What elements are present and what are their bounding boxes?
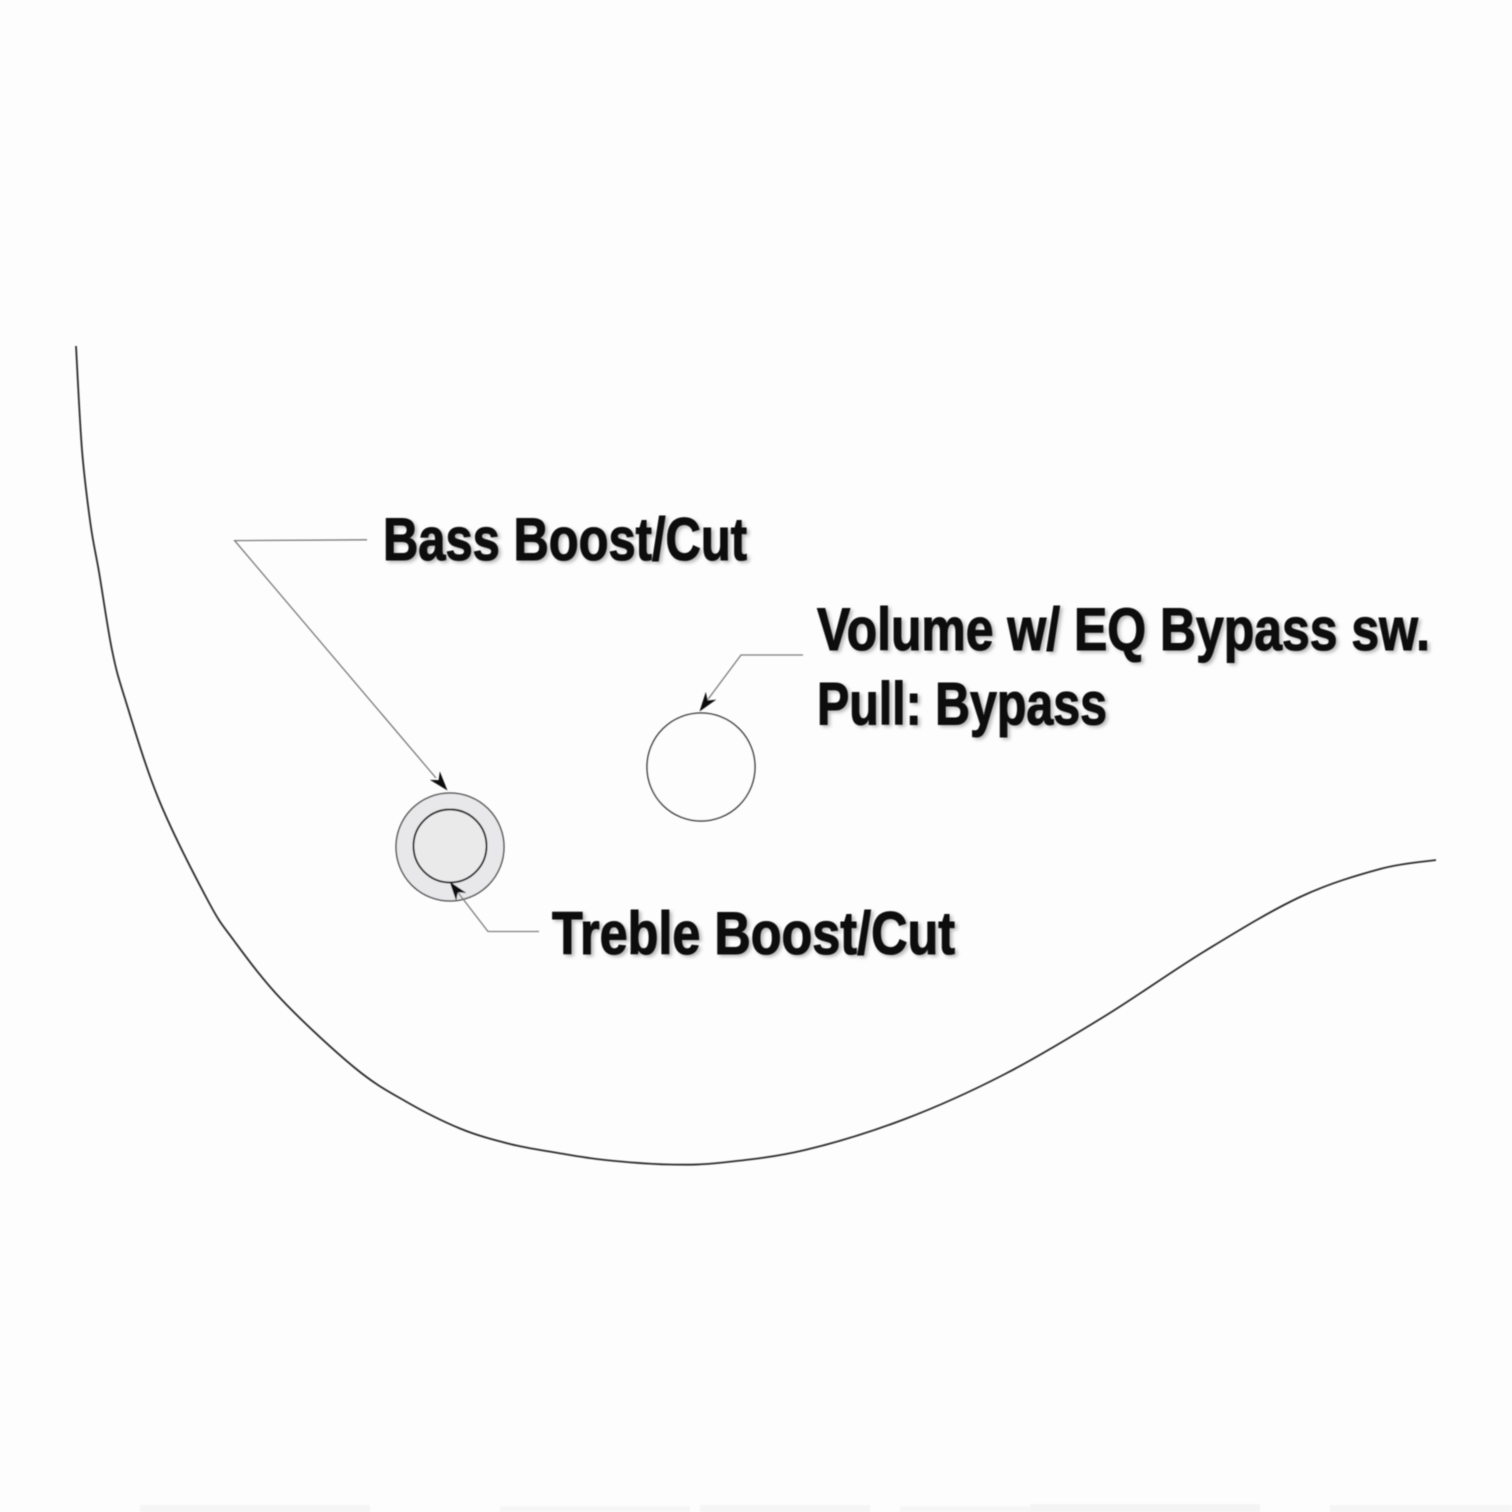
svg-text:Treble Boost/Cut: Treble Boost/Cut — [552, 900, 955, 967]
svg-text:Pull: Bypass: Pull: Bypass — [817, 671, 1107, 738]
svg-text:Volume w/ EQ Bypass sw.: Volume w/ EQ Bypass sw. — [817, 596, 1430, 663]
svg-text:Bass Boost/Cut: Bass Boost/Cut — [383, 506, 747, 573]
